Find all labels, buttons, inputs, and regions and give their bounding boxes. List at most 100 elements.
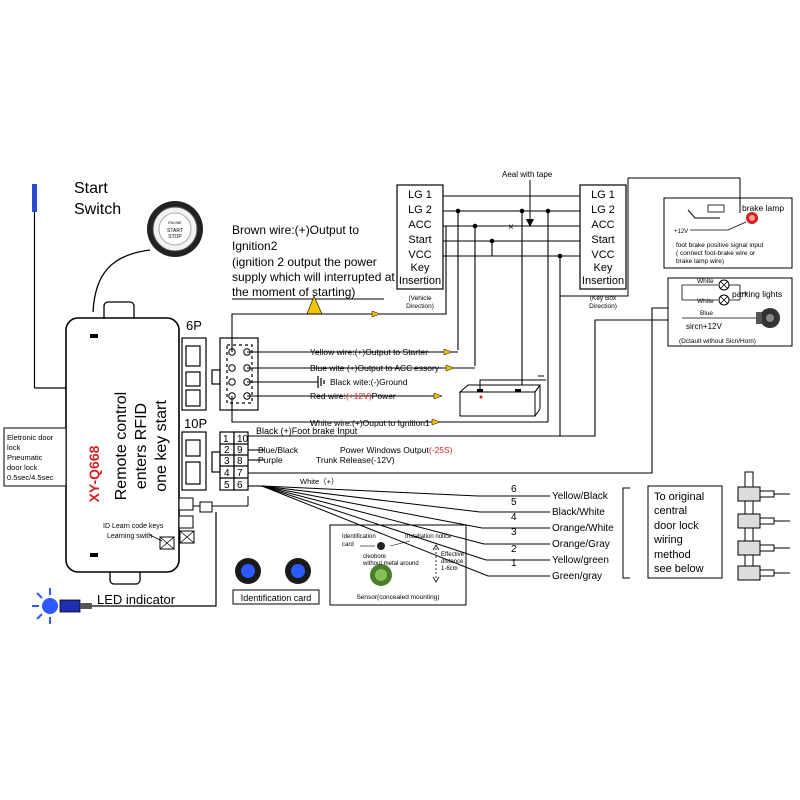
keybox-direction-2: Direction) [589, 303, 617, 310]
svg-text:lock: lock [7, 443, 21, 452]
white-wire-label: White wire:(+)Ouput to Ignition1 [310, 418, 430, 428]
button-start-text: START [167, 228, 183, 234]
keybox-direction-1: (Key Box [590, 295, 617, 302]
svg-text:Orange/Gray: Orange/Gray [552, 539, 610, 550]
svg-text:Eletronic door: Eletronic door [7, 433, 54, 442]
svg-text:LG 1: LG 1 [591, 189, 615, 201]
svg-text:LG 1: LG 1 [408, 189, 432, 201]
svg-text:Key: Key [411, 262, 430, 274]
svg-text:White: White [697, 278, 714, 285]
svg-text:Start: Start [408, 234, 431, 246]
svg-text:Yellow/green: Yellow/green [552, 555, 609, 566]
switch-cable [92, 249, 151, 313]
vehicle-connector-box [396, 184, 444, 290]
ground-symbol [317, 376, 325, 388]
brown-wire-line5: the moment of starting) [232, 285, 355, 299]
module-text-line3: one key start [153, 400, 170, 492]
brown-wire-line3: (ignition 2 output the power [232, 255, 377, 269]
svg-text:door lock: door lock [7, 463, 38, 472]
svg-text:0.5sec/4.5sec: 0.5sec/4.5sec [7, 473, 54, 482]
svg-text:central: central [654, 505, 687, 517]
svg-text:LG 2: LG 2 [408, 204, 432, 216]
svg-text:3: 3 [511, 527, 517, 538]
svg-text:1: 1 [511, 558, 517, 569]
svg-text:4: 4 [511, 512, 517, 523]
svg-text:VCC: VCC [591, 249, 614, 261]
svg-text:7: 7 [237, 468, 243, 479]
connector-6p-label: 6P [186, 318, 202, 333]
svg-text:3: 3 [224, 456, 230, 467]
blue-wire-label-suffix: essory [414, 363, 440, 373]
svg-text:To original: To original [654, 491, 704, 503]
svg-text:brake lamp wire): brake lamp wire) [676, 258, 724, 265]
yellow-wire-label: Yellow wire:(+)Output to Starter [310, 347, 428, 357]
blue-black-label: Blue/Black [258, 445, 299, 455]
identification-card-label: Identification card [241, 593, 312, 603]
svg-text:Key: Key [594, 262, 613, 274]
module-port-1 [178, 497, 194, 511]
svg-text:door lock: door lock [654, 520, 699, 532]
start-stop-button: ENGINE START STOP [147, 201, 203, 257]
brake-plus12v: +12V [674, 229, 688, 235]
sensor-box [329, 524, 467, 606]
svg-text:1: 1 [223, 434, 229, 445]
sensor-install-notice: Installation notice [405, 534, 452, 540]
red-wire-label: Red wire:(+12V)Power [310, 391, 396, 401]
battery [458, 375, 546, 417]
svg-text:2: 2 [224, 445, 230, 456]
svg-text:8: 8 [237, 456, 243, 467]
svg-text:Blue: Blue [700, 310, 713, 317]
id-learn-label: ID Learn code keys [103, 523, 164, 530]
svg-text:method: method [654, 549, 691, 561]
button-engine-text: ENGINE [168, 221, 182, 225]
power-windows-label: Power Windows Output(-25S) [340, 445, 453, 455]
svg-text:2: 2 [511, 544, 517, 555]
brake-lamp-label: brake lamp [742, 203, 784, 213]
button-stop-text: STOP [168, 234, 182, 240]
svg-text:6: 6 [237, 480, 243, 491]
start-switch-label-line2: Switch [74, 201, 121, 218]
svg-text:VCC: VCC [408, 249, 431, 261]
led-indicator-label: LED indicator [97, 592, 176, 607]
svg-text:ACC: ACC [408, 219, 431, 231]
brown-wire-line4: supply which will interrupted at [232, 270, 395, 284]
module-port-2 [178, 515, 194, 529]
svg-text:Black/White: Black/White [552, 507, 605, 518]
white-plus-label: White（+） [300, 477, 339, 486]
learning-switch-label: Learning swith [107, 533, 152, 540]
svg-text:9: 9 [237, 445, 243, 456]
sensor-cleobore-1: cleobore [363, 554, 387, 560]
svg-text:LG 2: LG 2 [591, 204, 615, 216]
parking-lights-box [667, 277, 793, 347]
svg-text:Insertion: Insertion [582, 275, 624, 287]
svg-text:foot brake positive signal inp: foot brake positive signal input [676, 242, 764, 249]
svg-text:10: 10 [237, 434, 249, 445]
svg-text:Insertion: Insertion [399, 275, 441, 287]
door-lock-note: Eletronic door lock Pneumatic door lock … [3, 427, 67, 487]
svg-text:Green/gray: Green/gray [552, 571, 602, 582]
module-text-line1: Remote control [113, 392, 130, 501]
module-port-3 [199, 501, 213, 513]
connector-10p [181, 431, 249, 491]
black-foot-brake-label: Black (+)Foot brake Input [256, 426, 358, 436]
parking-lights-label: parking lights [732, 289, 782, 299]
svg-text:( connect foot-brake wire or: ( connect foot-brake wire or [676, 250, 756, 257]
sensor-cleobore-2: without metal around [362, 561, 419, 567]
identification-cards [232, 558, 320, 605]
module-text-line2: enters RFID [133, 403, 150, 489]
key-lines [443, 195, 580, 257]
control-module: Remote control enters RFID one key start… [65, 301, 180, 585]
purple-label: Purple [258, 455, 283, 465]
brake-lamp-box [663, 178, 793, 269]
antenna [32, 184, 66, 389]
module-model-number: XY-Q668 [86, 445, 102, 502]
vehicle-direction-1: (Vehicle [408, 295, 432, 302]
svg-text:5: 5 [511, 497, 517, 508]
connector-10p-label: 10P [184, 416, 207, 431]
brown-wire-line2: Ignition2 [232, 239, 278, 253]
svg-text:5: 5 [224, 480, 230, 491]
svg-text:wiring: wiring [653, 534, 683, 546]
black-wire-label: Black wite:(-)Ground [330, 377, 408, 387]
